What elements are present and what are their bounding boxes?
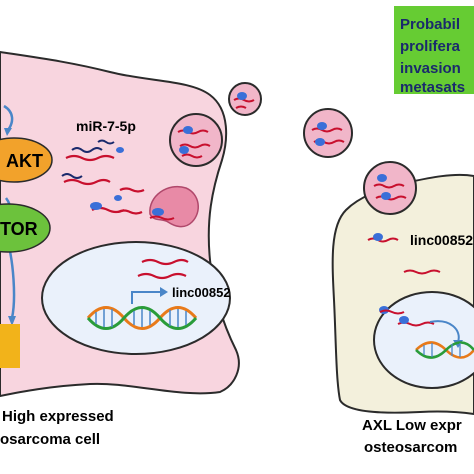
right-nucleus [373,291,474,389]
exosome-protein [237,92,247,100]
lncrna-strands-cytoplasm [63,154,145,215]
exosome-proteins [315,122,327,146]
akt-node [0,137,53,183]
dna-helix [86,306,198,330]
lncrna-strand [379,309,405,315]
protein-dot [399,316,409,324]
tor-node [0,203,51,253]
protein-dot [152,208,164,216]
nuclear-lncrna-strands [137,258,189,280]
arrow-head [8,316,16,326]
akt-label: AKT [6,151,43,171]
curved-arrow [429,320,460,343]
transcription-arrow [131,291,162,304]
outcome-line-3: invasion [400,60,461,77]
mirna-label: miR-7-5p [76,118,136,134]
endosome-shape [149,185,199,228]
lncrna-strand [149,215,175,221]
tor-label: TOR [0,219,38,239]
orange-box [0,324,20,368]
outcome-line-2: prolifera [400,38,461,55]
arrow-head [160,287,168,297]
protein-dots [90,147,124,210]
outcome-line-4: metasats [400,79,465,96]
outcome-line-1: Probabil [400,16,460,33]
left-linc-label: linc00852 [172,285,231,300]
outcome-box [394,6,474,94]
left-nucleus [41,241,231,355]
exosome-cargo [233,97,255,103]
right-linc-label: linc00852 [410,232,473,248]
exosome-free-middle [303,108,353,158]
right-lncrna-strands [367,237,441,275]
exosome-cargo [177,129,211,159]
left-caption-line1: High expressed [2,408,114,425]
left-caption-line2: osarcoma cell [0,431,100,448]
mirna-strands [61,139,115,179]
exosome-proteins [179,126,193,154]
protein-dot [373,233,383,241]
exosome-cargo [373,183,407,201]
right-caption-line1: AXL Low expr [362,417,462,434]
exosome-proteins [377,174,391,200]
right-dna-helix [415,341,474,359]
exosome-cargo [235,105,247,109]
arrow-head [4,128,12,136]
right-caption-line2: osteosarcom [364,439,457,456]
